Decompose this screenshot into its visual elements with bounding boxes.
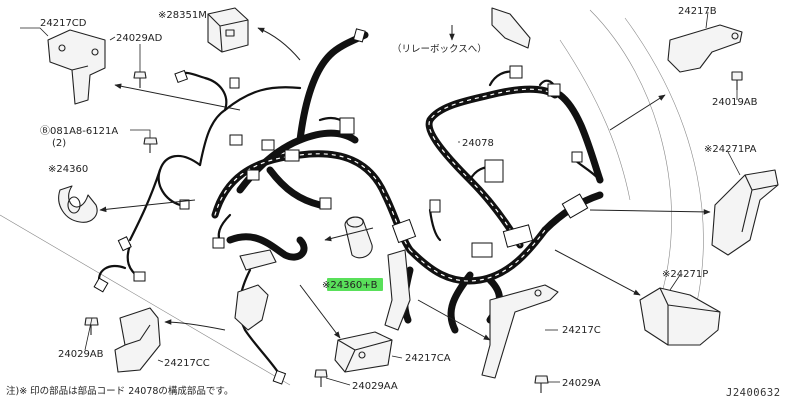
clamp-24360b xyxy=(344,216,373,259)
bracket-24217cd xyxy=(47,29,106,105)
label-24360[interactable]: ※24360 xyxy=(48,164,88,175)
bracket-24217b xyxy=(667,24,743,73)
bolt-081a8 xyxy=(143,137,158,153)
label-081a8[interactable]: Ⓑ081A8-6121A xyxy=(40,125,118,137)
protector-24271pa xyxy=(711,169,779,256)
clip-24019ab xyxy=(731,71,743,90)
label-28351m[interactable]: ※28351M xyxy=(158,10,207,21)
bolt-24029aa xyxy=(314,369,328,387)
label-24271p[interactable]: ※24271P xyxy=(662,269,708,280)
callout-arrows xyxy=(20,11,741,386)
label-24019ab[interactable]: 24019AB xyxy=(712,97,758,108)
figure-id: J2400632 xyxy=(726,387,781,399)
bracket-24217cc xyxy=(114,307,161,373)
relay-box-note: （リレーボックスへ） xyxy=(392,43,487,55)
label-24217c[interactable]: 24217C xyxy=(562,325,601,336)
label-24029a[interactable]: 24029A xyxy=(562,378,601,389)
bracket-24217c xyxy=(481,284,559,379)
label-24078[interactable]: 24078 xyxy=(462,138,494,149)
bracket-harness-left xyxy=(234,249,277,331)
label-highlight xyxy=(327,278,383,291)
bracket-24217ca xyxy=(334,331,393,373)
bolt-24029a xyxy=(534,375,549,393)
label-24029aa[interactable]: 24029AA xyxy=(352,381,398,392)
part-labels: 24217CD ※28351M 24029AD Ⓑ081A8-6121A (2)… xyxy=(40,6,758,392)
harness-connectors xyxy=(93,28,589,385)
label-24029ad[interactable]: 24029AD xyxy=(116,33,163,44)
label-24217b[interactable]: 24217B xyxy=(678,6,717,17)
label-24217ca[interactable]: 24217CA xyxy=(405,353,451,364)
background-guide-lines xyxy=(0,9,704,386)
protector-24271p xyxy=(639,287,721,346)
relay-28351m xyxy=(207,7,249,53)
grommet-24360 xyxy=(58,185,98,223)
main-wiring-harness xyxy=(97,31,604,377)
bracket-top-center xyxy=(491,7,531,49)
label-24271pa[interactable]: ※24271PA xyxy=(704,144,757,155)
label-24217cc[interactable]: 24217CC xyxy=(164,358,210,369)
footnote: 注)※ 印の部品は部品コード 24078の構成部品です。 xyxy=(6,385,233,397)
label-24217cd[interactable]: 24217CD xyxy=(40,18,87,29)
label-24360b[interactable]: ※24360+B xyxy=(322,280,378,291)
label-081a8-qty: (2) xyxy=(52,138,66,149)
bracket-harness-center xyxy=(384,249,411,331)
bolt-24029ad xyxy=(133,71,147,88)
label-24029ab[interactable]: 24029AB xyxy=(58,349,104,360)
